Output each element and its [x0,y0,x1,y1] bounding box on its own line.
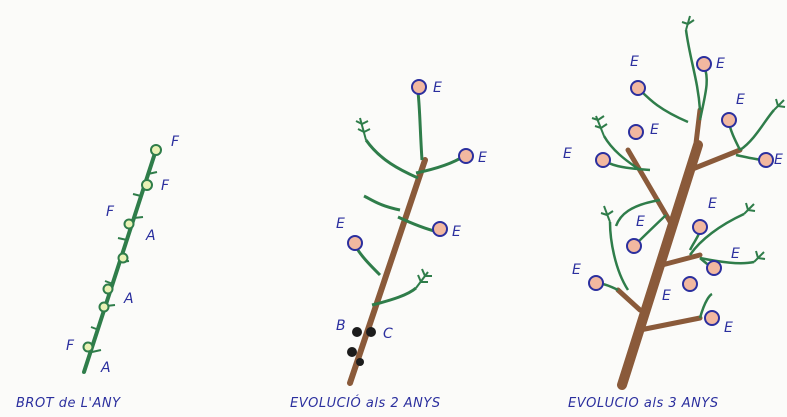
panel-2-two-years: E E E E B C [336,79,487,386]
flower [758,152,774,168]
flower [682,276,698,292]
label-e: E [736,92,745,108]
flower [588,275,604,291]
label-e: E [433,80,442,96]
caption-three-years: EVOLUCIO als 3 ANYS [568,396,719,411]
leaf-sprig-icon [355,117,432,289]
bud [117,252,129,264]
flower [595,152,611,168]
label-e: E [708,196,717,212]
flower-spurs [588,56,774,326]
panel-1-shoot: F F F A A F A [66,134,180,376]
label-e: E [662,288,671,304]
panel-3-labels: E E E E E E E E E E E E [563,54,783,336]
side-branch [687,147,743,173]
side-branch [637,315,703,333]
label-e: E [563,146,572,162]
panel-3-three-years: E E E E E E E E E E E E [563,15,786,390]
flower [628,124,644,140]
flower [692,219,708,235]
flower [458,148,474,164]
shoot [363,194,401,212]
flower [704,310,720,326]
label-e: E [630,54,639,70]
shoot [416,91,424,161]
flower [411,79,427,95]
bud [98,301,110,313]
label-f: F [171,134,180,150]
bud [141,179,153,191]
label-e: E [572,262,581,278]
flower [432,221,448,237]
flower [630,80,646,96]
label-e: E [336,216,345,232]
side-branch [659,252,703,268]
dark-buds [347,327,376,366]
label-b: B [336,318,346,334]
bud [102,283,114,295]
shoot [364,139,419,180]
label-a: A [100,360,111,376]
side-branch [615,287,643,313]
flower-spurs [347,79,474,251]
panel-2-labels: E E E E B C [336,80,487,342]
side-branch [691,107,703,163]
label-e: E [731,246,740,262]
label-e: E [452,224,461,240]
flower [347,235,363,251]
caption-first-year: BROT de L'ANY [16,396,121,411]
label-e: E [774,152,783,168]
label-f: F [106,204,115,220]
label-e: E [478,150,487,166]
flower-buds [82,144,162,353]
leaf-sprig-icon [591,15,786,263]
label-e: E [650,122,659,138]
flower [626,238,642,254]
shoot [371,286,417,307]
flower [706,260,722,276]
label-a: A [123,291,134,307]
bud [123,218,135,230]
bud [82,341,94,353]
flower [721,112,737,128]
side-branch [625,147,675,228]
bud [150,144,162,156]
label-e: E [724,320,733,336]
secondary-wood-branches [615,107,743,333]
caption-two-years: EVOLUCIÓ als 2 ANYS [290,396,441,411]
label-e: E [636,214,645,230]
label-f: F [66,338,75,354]
flower [696,56,712,72]
panel-1-labels: F F F A A F A [66,134,180,376]
label-e: E [716,56,725,72]
label-a: A [145,228,156,244]
label-f: F [161,178,170,194]
wood-branch [347,157,428,386]
label-c: C [383,326,393,342]
